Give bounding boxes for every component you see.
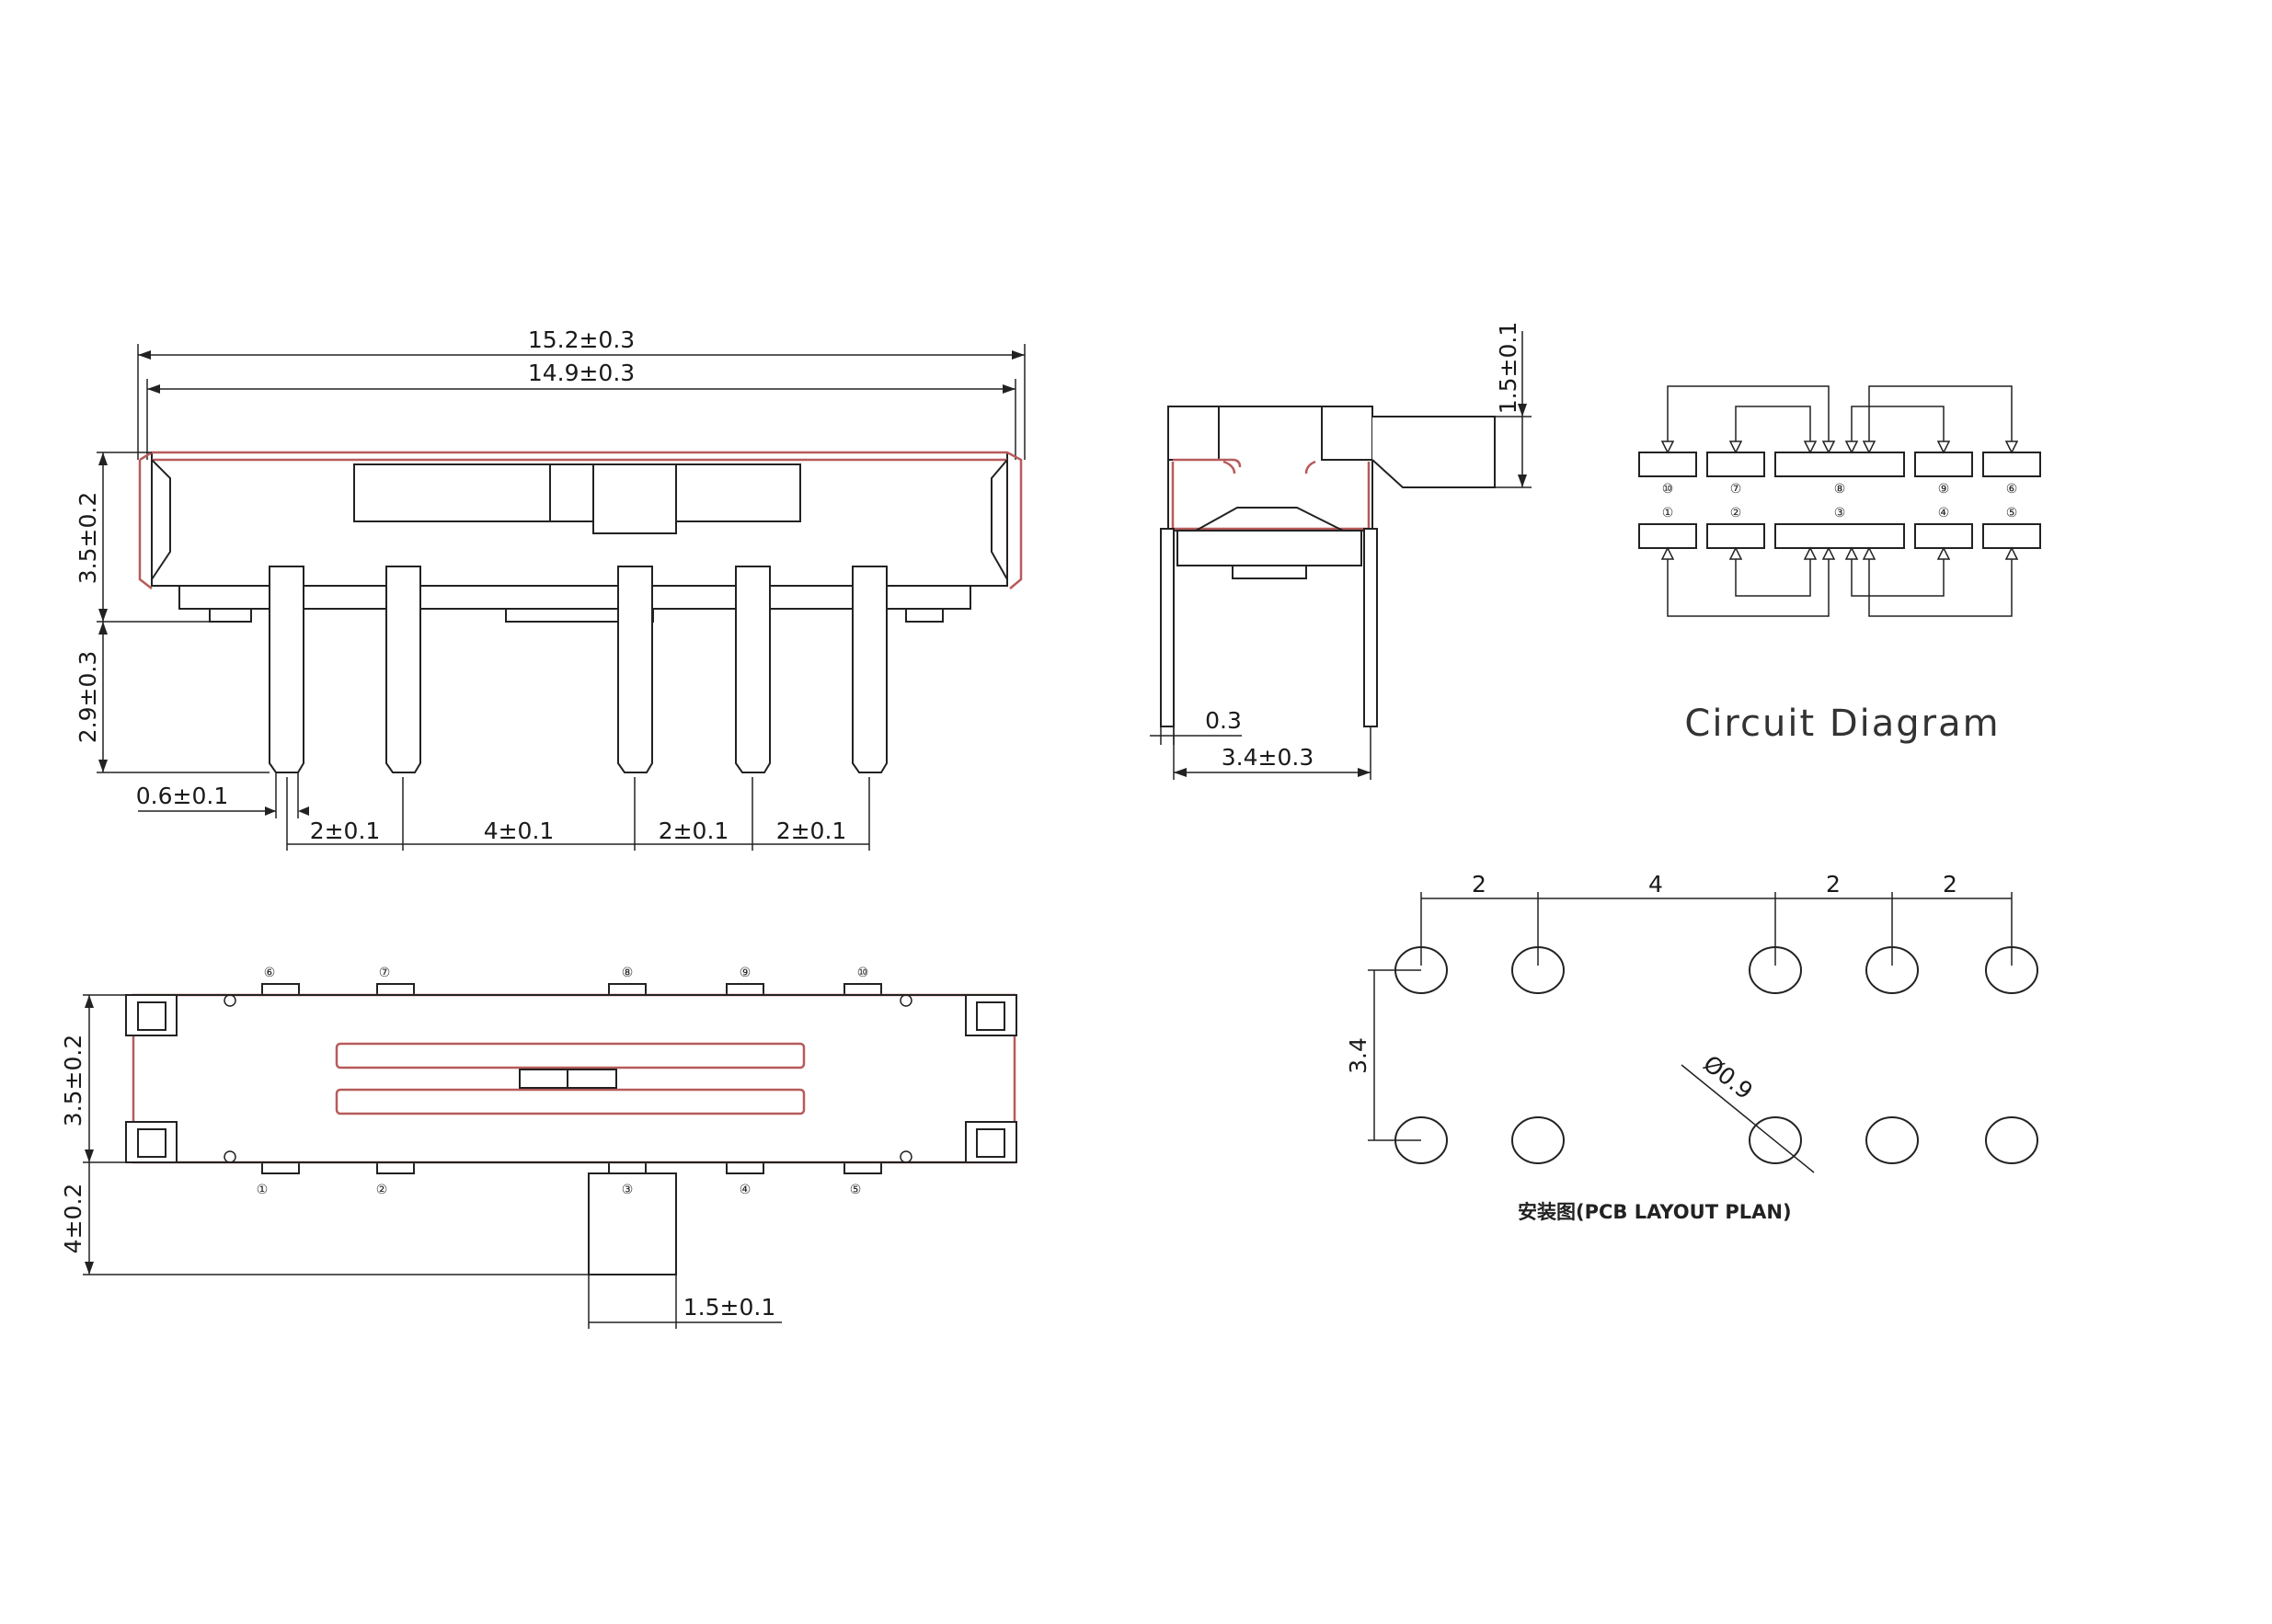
top-view-pin-top-3: ⑧ [622,966,634,980]
pcb-pitch-3: 2 [1826,871,1841,898]
circuit-pin-top-3: ⑧ [1834,482,1846,497]
pcb-pitch-2: 4 [1648,871,1663,898]
top-view-pin-bottom-5: ⑤ [850,1183,862,1197]
dim-pin-thickness: 0.3 [1205,707,1242,734]
pcb-pitch-1: 2 [1472,871,1486,898]
dim-actuator-height: 1.5±0.1 [1495,322,1521,414]
dim-actuator-travel: 4±0.2 [60,1184,86,1254]
dim-depth: 3.4±0.3 [1222,744,1314,771]
side-view: 1.5±0.1 0.3 3.4±0.3 [1150,322,1532,780]
circuit-pin-bottom-1: ① [1662,506,1674,520]
side-actuator [1371,416,1496,488]
top-view-pin-bottom-4: ④ [740,1183,752,1197]
top-view-pin-top-5: ⑩ [857,966,869,980]
top-view-pin-bottom-2: ② [376,1183,388,1197]
dim-inner-length: 14.9±0.3 [528,360,635,386]
circuit-pin-bottom-3: ③ [1834,506,1846,520]
circuit-pin-top-5: ⑥ [2006,482,2018,497]
dim-pitch-2: 4±0.1 [484,818,555,844]
circuit-pin-top-4: ⑨ [1938,482,1950,497]
top-view-pin-top-4: ⑨ [740,966,752,980]
slider-knob-front [592,463,677,534]
top-view-pin-top-1: ⑥ [264,966,276,980]
dim-pin-length: 2.9±0.3 [75,651,101,743]
circuit-diagram-title: Circuit Diagram [1684,703,2000,745]
dim-actuator-width: 1.5±0.1 [683,1294,775,1321]
circuit-pin-top-1: ⑩ [1662,482,1674,497]
dim-pitch-4: 2±0.1 [776,818,847,844]
pcb-pitch-4: 2 [1943,871,1957,898]
front-view: 15.2±0.3 14.9±0.3 [75,326,1026,851]
circuit-pin-bottom-2: ② [1730,506,1742,520]
top-view: ⑥ ⑦ ⑧ ⑨ ⑩ ① ② ③ ④ ⑤ 3.5±0.2 4±0.2 1.5±0.… [60,966,1017,1329]
circuit-pin-bottom-5: ⑤ [2006,506,2018,520]
dim-body-height: 3.5±0.2 [75,492,101,584]
pcb-layout-title: 安装图(PCB LAYOUT PLAN) [1518,1201,1792,1223]
circuit-pin-top-2: ⑦ [1730,482,1742,497]
top-view-pin-top-2: ⑦ [379,966,391,980]
top-view-pin-bottom-3: ③ [622,1183,634,1197]
top-view-pin-bottom-1: ① [257,1183,269,1197]
pcb-hole-diameter: Ø0.9 [1698,1050,1758,1104]
dim-pitch-1: 2±0.1 [310,818,381,844]
pcb-layout: 2 4 2 2 3.4 Ø0.9 安装图(PCB LAYOUT PLAN) [1345,871,2038,1223]
pcb-row-spacing: 3.4 [1345,1037,1371,1074]
circuit-diagram: ⑩ ⑦ ⑧ ⑨ ⑥ ① ② ③ ④ ⑤ Circuit Diagram [1638,385,2041,745]
front-pins [269,566,888,773]
dim-pin-width: 0.6±0.1 [136,783,228,809]
dim-body-width: 3.5±0.2 [60,1035,86,1127]
dim-pitch-3: 2±0.1 [659,818,729,844]
dim-overall-length: 15.2±0.3 [528,326,635,353]
pcb-holes [1394,946,2038,1164]
circuit-pin-bottom-4: ④ [1938,506,1950,520]
top-actuator [588,1172,677,1275]
